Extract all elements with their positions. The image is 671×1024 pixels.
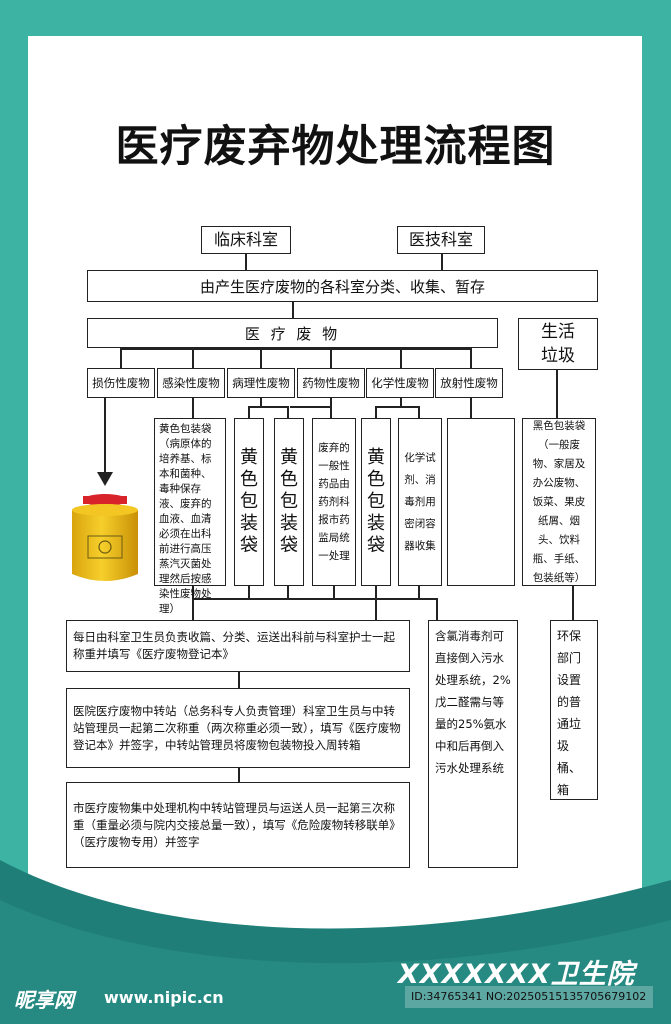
line	[287, 586, 289, 600]
line	[436, 598, 438, 620]
category-sharps: 损伤性废物	[87, 368, 155, 398]
category-radioactive: 放射性废物	[435, 368, 503, 398]
line	[245, 250, 247, 272]
line	[292, 300, 294, 320]
line	[330, 398, 332, 420]
line	[375, 598, 437, 600]
line	[572, 586, 574, 620]
line	[120, 348, 472, 350]
step1-box: 每日由科室卫生员负责收篇、分类、运送出科前与科室护士一起称重并填写《医疗废物登记…	[66, 620, 410, 672]
infectious-desc-box: 黄色包装袋（病原体的培养基、标本和菌种、毒种保存液、废弃的血液、血清必须在出科前…	[154, 418, 226, 615]
line	[375, 406, 419, 408]
pathological-bag-box-2: 黄色包装袋	[274, 418, 304, 586]
line	[470, 398, 472, 420]
line	[470, 348, 472, 370]
line	[290, 406, 330, 408]
category-pharmaceutical: 药物性废物	[297, 368, 365, 398]
clinical-dept-box: 临床科室	[201, 226, 291, 254]
line	[287, 406, 289, 420]
line	[192, 586, 194, 620]
line	[375, 586, 377, 620]
line	[192, 398, 194, 420]
line	[260, 398, 262, 406]
medtech-dept-box: 医技科室	[397, 226, 485, 254]
radioactive-empty-box	[447, 418, 515, 586]
site-url: www.nipic.cn	[104, 988, 224, 1007]
line	[192, 348, 194, 370]
step2-box: 医院医疗废物中转站（总务科专人负责管理）科室卫生员与中转站管理员一起第二次称重（…	[66, 688, 410, 768]
chemical-desc-box: 化学试剂、消毒剂用密闭容器收集	[398, 418, 442, 586]
id-line: ID:34765341 NO:20250515135705679102	[405, 986, 653, 1008]
line	[556, 370, 558, 420]
domestic-desc-box: 黑色包装袋（一般废物、家居及办公废物、饭菜、果皮纸屑、烟头、饮料瓶、手纸、包装纸…	[522, 418, 596, 586]
medical-waste-box: 医 疗 废 物	[87, 318, 498, 348]
line	[400, 398, 402, 406]
domestic-waste-box: 生活垃圾	[518, 318, 598, 370]
site-logo: 昵享网	[14, 988, 74, 1012]
chemical-bag-box: 黄色包装袋	[361, 418, 391, 586]
hospital-name: XXXXXXX卫生院	[398, 959, 635, 990]
pharmaceutical-desc-box: 废弃的一般性药品由药剂科报市药监局统一处理	[312, 418, 356, 586]
line	[192, 598, 388, 600]
line	[238, 768, 240, 782]
page-title: 医疗废弃物处理流程图	[115, 122, 556, 172]
line	[248, 586, 250, 600]
arrow-line	[104, 398, 106, 478]
category-infectious: 感染性废物	[157, 368, 225, 398]
category-pathological: 病理性废物	[227, 368, 295, 398]
chlorine-box: 含氯消毒剂可直接倒入污水处理系统，2%戊二醛需与等量的25%氨水中和后再倒入污水…	[428, 620, 518, 868]
line	[120, 348, 122, 370]
line	[418, 406, 420, 420]
sharps-container-image	[72, 494, 138, 581]
line	[333, 586, 335, 600]
pathological-bag-box: 黄色包装袋	[234, 418, 264, 586]
line	[400, 348, 402, 370]
line	[441, 250, 443, 272]
step3-box: 市医疗废物集中处理机构中转站管理员与运送人员一起第三次称重（重量必须与院内交接总…	[66, 782, 410, 868]
line	[238, 672, 240, 688]
line	[375, 406, 377, 420]
line	[260, 348, 262, 370]
line	[248, 406, 250, 420]
category-chemical: 化学性废物	[366, 368, 434, 398]
line	[248, 406, 288, 408]
line	[418, 586, 420, 600]
line	[330, 348, 332, 370]
arrow-head	[97, 472, 113, 486]
collect-box: 由产生医疗废物的各科室分类、收集、暂存	[87, 270, 598, 302]
env-box: 环保部门设置的普通垃圾桶、箱	[550, 620, 598, 800]
